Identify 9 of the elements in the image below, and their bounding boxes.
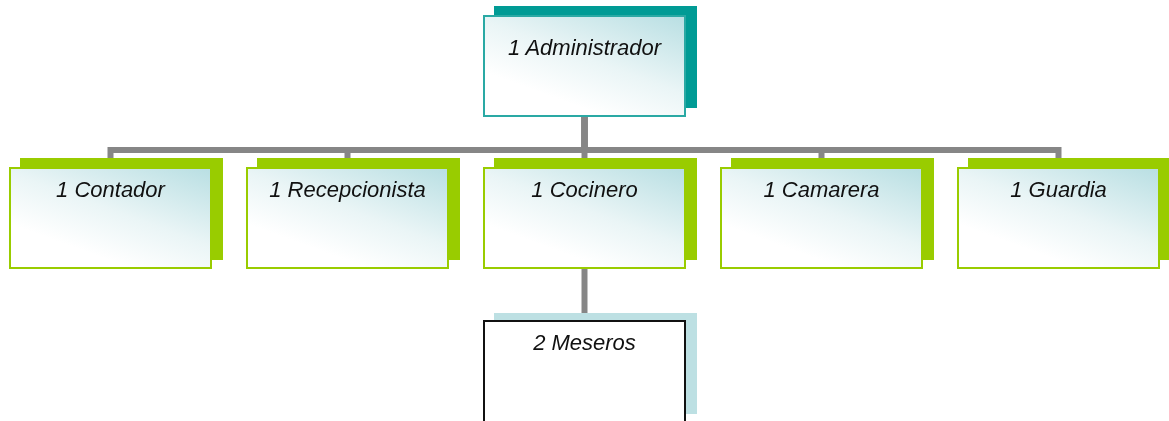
position-label: 1 Cocinero bbox=[530, 177, 639, 203]
connector-line bbox=[581, 117, 1062, 158]
position-label: 1 Contador bbox=[55, 177, 167, 203]
connector-line bbox=[581, 269, 588, 313]
position-label: 1 Guardia bbox=[1009, 177, 1108, 203]
position-label: 1 Administrador bbox=[506, 35, 663, 61]
position-label: 1 Recepcionista bbox=[268, 177, 427, 203]
position-label: 1 Camarera bbox=[762, 177, 881, 203]
position-label: 2 Meseros bbox=[532, 330, 637, 356]
